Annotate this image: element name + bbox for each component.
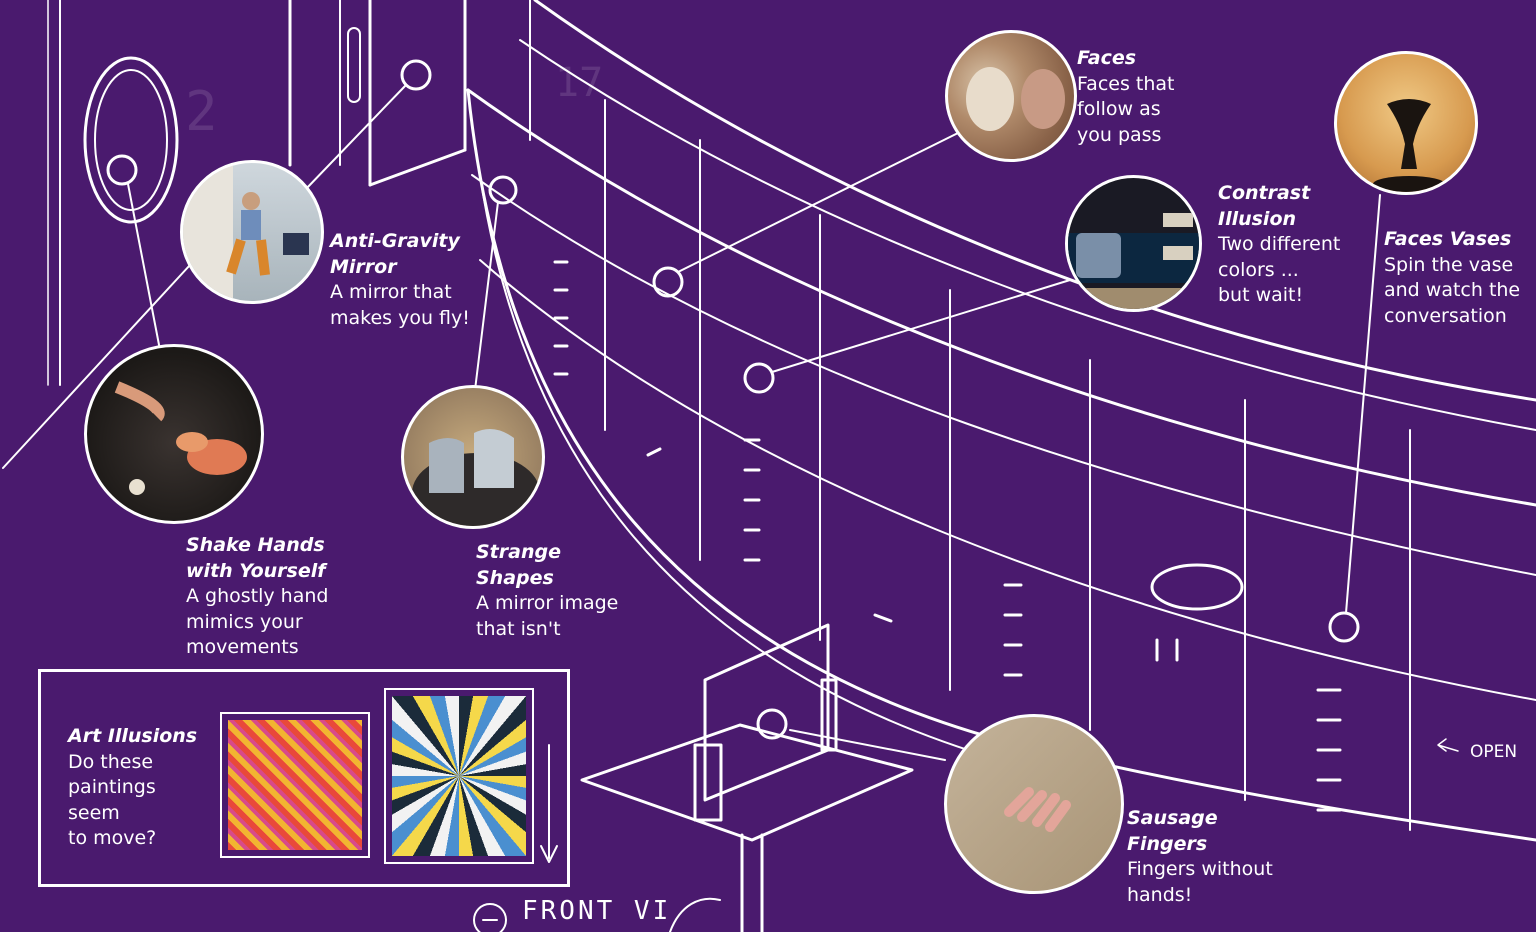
- background-dimension-marks: 2: [185, 80, 218, 143]
- faces-title: Faces: [1077, 47, 1137, 69]
- strange-shapes-photo: [401, 385, 545, 529]
- front-view-label: FRONT VI: [522, 896, 672, 926]
- shake-desc-1: A ghostly hand: [186, 585, 329, 607]
- antigravity-desc-1: A mirror that: [330, 281, 452, 303]
- art-desc-3: seem: [68, 801, 120, 824]
- antigravity-label: Anti-Gravity Mirror A mirror that makes …: [330, 229, 470, 331]
- painting-1-frame: [220, 712, 370, 858]
- person-illustration: [183, 163, 309, 301]
- vases-title: Faces Vases: [1384, 228, 1512, 250]
- faces-label: Faces Faces that follow as you pass: [1077, 46, 1175, 148]
- shake-desc-2: mimics your: [186, 610, 303, 633]
- shake-label: Shake Hands with Yourself A ghostly hand…: [186, 533, 328, 661]
- vases-desc-2: and watch the: [1384, 279, 1521, 301]
- art-illusions-panel: [38, 669, 570, 887]
- painting-1: [228, 720, 362, 850]
- strange-desc-1: A mirror image: [476, 592, 619, 614]
- art-desc-2: paintings: [68, 776, 156, 798]
- shapes-illustration: [412, 429, 540, 526]
- art-desc-1: Do these: [68, 750, 154, 773]
- contrast-desc-1: Two different: [1218, 233, 1341, 255]
- contrast-desc-3: but wait!: [1218, 284, 1304, 306]
- contrast-illustration: [1068, 213, 1199, 309]
- antigravity-title: Anti-Gravity Mirror: [330, 230, 460, 278]
- contrast-desc-2: colors ...: [1218, 258, 1299, 281]
- faces-photo: [945, 30, 1077, 162]
- shake-desc-3: movements: [186, 636, 299, 658]
- antigravity-photo: [180, 160, 324, 304]
- faces-desc-1: Faces that: [1077, 72, 1175, 95]
- open-label: OPEN: [1470, 742, 1518, 762]
- faces-illustration: [966, 67, 1065, 131]
- strange-title: Strange Shapes: [476, 541, 561, 589]
- hand-illustration: [114, 381, 247, 495]
- vases-desc-3: conversation: [1384, 304, 1507, 327]
- painting-2: [392, 696, 526, 856]
- strange-label: Strange Shapes A mirror image that isn't: [476, 540, 618, 642]
- sausage-label: Sausage Fingers Fingers without hands!: [1127, 806, 1273, 908]
- art-label: Art Illusions Do these paintings seem to…: [68, 724, 197, 852]
- antigravity-desc-2: makes you fly!: [330, 306, 470, 329]
- faces-desc-2: follow as: [1077, 98, 1161, 120]
- fingers-illustration: [1004, 787, 1071, 832]
- contrast-title: Contrast Illusion: [1218, 182, 1311, 230]
- faces-desc-3: you pass: [1077, 123, 1162, 146]
- painting-2-frame: [384, 688, 534, 864]
- vases-desc-1: Spin the vase: [1384, 253, 1514, 276]
- shake-hands-photo: [84, 344, 264, 524]
- sausage-desc-2: hands!: [1127, 883, 1193, 906]
- sausage-desc-1: Fingers without: [1127, 858, 1273, 880]
- contrast-photo: [1065, 175, 1202, 312]
- contrast-label: Contrast Illusion Two different colors .…: [1218, 181, 1340, 309]
- art-desc-4: to move?: [68, 827, 157, 849]
- vases-label: Faces Vases Spin the vase and watch the …: [1384, 227, 1520, 329]
- strange-desc-2: that isn't: [476, 617, 561, 640]
- vases-photo: [1334, 51, 1478, 195]
- sausage-fingers-photo: [944, 714, 1124, 894]
- vase-illustration: [1373, 99, 1445, 192]
- shake-title: Shake Hands with Yourself: [186, 534, 326, 582]
- sausage-title: Sausage Fingers: [1127, 807, 1218, 855]
- art-title: Art Illusions: [68, 725, 198, 747]
